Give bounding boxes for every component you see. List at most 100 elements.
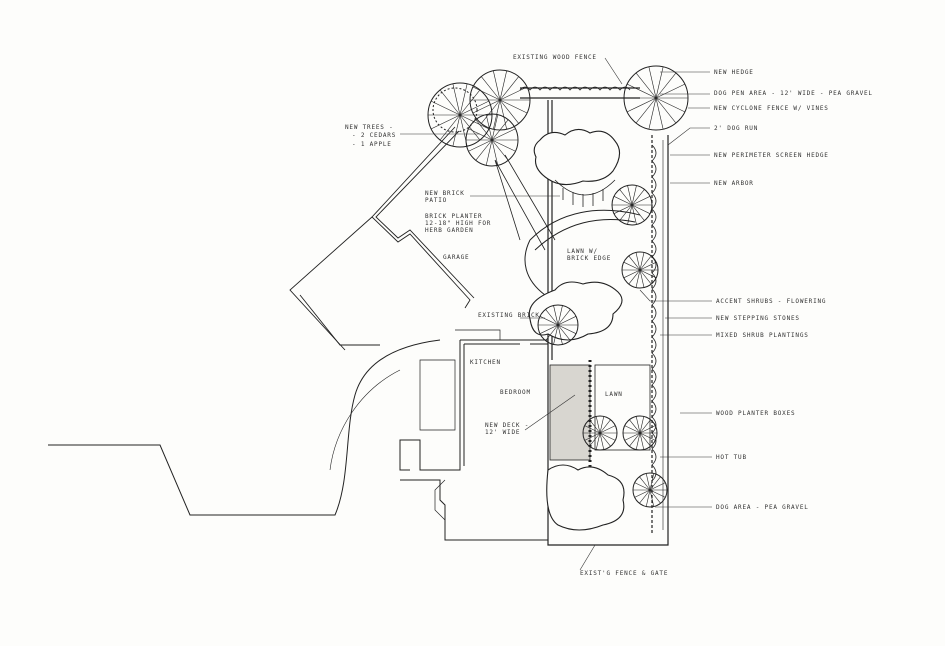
tree-spoke bbox=[613, 196, 633, 206]
label-dog-pen-area: Dog pen area - 12' wide - pea gravel bbox=[714, 90, 873, 97]
tree-spoke bbox=[619, 204, 633, 221]
label-existing-brick: Existing brick bbox=[478, 312, 540, 319]
tree-spokes bbox=[428, 66, 688, 507]
tree-spoke bbox=[635, 269, 641, 288]
tree-spoke bbox=[459, 89, 481, 116]
label-exist-fence-gate: Exist'g fence & gate bbox=[580, 570, 669, 577]
tree-spoke bbox=[493, 99, 501, 130]
tree-spoke bbox=[655, 72, 677, 99]
label-brick-patio: New brick bbox=[425, 190, 465, 197]
tree-spoke bbox=[452, 114, 461, 147]
tree-spoke bbox=[499, 86, 528, 101]
tree-spoke bbox=[639, 416, 645, 434]
tree-spoke bbox=[431, 100, 461, 116]
property-line-inner bbox=[329, 369, 401, 471]
tree-spoke bbox=[639, 425, 656, 434]
tree-spoke bbox=[631, 204, 645, 221]
tree-spoke bbox=[468, 139, 493, 152]
tree-spoke bbox=[481, 76, 501, 101]
tree-spoke bbox=[649, 482, 666, 491]
tree-spoke bbox=[599, 432, 611, 447]
tree-spoke bbox=[491, 119, 509, 141]
tree-spoke bbox=[623, 261, 641, 271]
tree-spoke bbox=[639, 255, 652, 271]
tree-spoke bbox=[539, 324, 559, 334]
label-brick-planter: Brick planter bbox=[425, 213, 483, 220]
tree-spoke bbox=[639, 476, 651, 491]
tree-spoke bbox=[648, 97, 657, 130]
tree-spoke bbox=[553, 305, 559, 326]
tree-spoke bbox=[584, 425, 601, 434]
tree-spoke bbox=[599, 425, 616, 434]
tree-spoke bbox=[639, 489, 651, 504]
tree-spoke bbox=[645, 473, 651, 491]
tree-spoke bbox=[649, 476, 661, 491]
tree-spoke bbox=[499, 70, 507, 101]
label-dog-run: 2' dog run bbox=[714, 125, 759, 132]
tree-spoke bbox=[491, 139, 499, 166]
tree-spoke bbox=[499, 99, 507, 130]
tree-spoke bbox=[619, 189, 633, 206]
tree-spoke bbox=[627, 97, 657, 113]
label-existing-wood-fence: Existing wood fence bbox=[513, 54, 597, 61]
tree-spoke bbox=[599, 419, 611, 434]
tree-spoke bbox=[635, 97, 657, 124]
label-planter-boxes: Wood planter boxes bbox=[716, 410, 796, 417]
label-new-hedge: New hedge bbox=[714, 69, 754, 76]
tree-spoke bbox=[655, 97, 664, 130]
label-brick-planter-2: 12-18" high for bbox=[425, 220, 492, 227]
tree-spoke bbox=[639, 269, 645, 288]
tree-spoke bbox=[629, 419, 641, 434]
tree-spoke bbox=[485, 114, 493, 141]
label-lawn-brick-2: brick edge bbox=[567, 255, 612, 262]
tree-spoke bbox=[481, 99, 501, 124]
tree-spoke bbox=[459, 114, 489, 130]
tree-spoke bbox=[452, 83, 461, 116]
label-new-deck-2: 12' wide bbox=[485, 429, 521, 436]
tree-spoke bbox=[589, 432, 601, 447]
tree-spoke bbox=[599, 432, 605, 450]
tree-spoke bbox=[472, 99, 501, 114]
tree-spoke bbox=[649, 489, 661, 504]
tree-spoke bbox=[557, 316, 577, 326]
label-apple: - 1 apple bbox=[352, 141, 392, 148]
label-lawn: Lawn bbox=[605, 391, 623, 398]
new-deck bbox=[549, 364, 591, 461]
label-mixed-shrub: Mixed shrub plantings bbox=[716, 332, 809, 339]
label-dog-area: Dog area - pea gravel bbox=[716, 504, 809, 511]
tree-spoke bbox=[639, 261, 657, 271]
tree-spoke bbox=[629, 432, 641, 447]
tree-spoke bbox=[623, 269, 641, 279]
tree-spoke bbox=[493, 70, 501, 101]
tree-spoke bbox=[499, 99, 519, 124]
tree-spoke bbox=[613, 204, 633, 214]
tree-spoke bbox=[439, 114, 461, 141]
tree-spoke bbox=[557, 305, 563, 326]
house-outline bbox=[399, 329, 548, 541]
tree-spoke bbox=[599, 432, 616, 441]
label-hot-tub: Hot tub bbox=[716, 454, 747, 461]
tree-spoke bbox=[589, 419, 601, 434]
tree-spoke bbox=[553, 324, 559, 345]
tree-spoke bbox=[491, 128, 516, 141]
label-brick-patio-2: patio bbox=[425, 197, 448, 204]
tree-spoke bbox=[639, 252, 645, 271]
property-line bbox=[48, 339, 441, 516]
lower-lawn bbox=[594, 364, 651, 451]
tree-spoke bbox=[459, 114, 481, 141]
tree-spoke bbox=[639, 419, 651, 434]
label-lawn-brick: Lawn w/ bbox=[567, 248, 598, 255]
tree-spoke bbox=[627, 185, 633, 206]
tree-spoke bbox=[639, 432, 645, 450]
tree-spoke bbox=[491, 114, 499, 141]
lawn-brick-edge bbox=[524, 209, 641, 296]
tree-spoke bbox=[557, 324, 563, 345]
tree-spoke bbox=[439, 89, 461, 116]
tree-spoke bbox=[431, 114, 461, 130]
label-new-trees: New trees - bbox=[345, 124, 394, 131]
tree-spoke bbox=[491, 139, 516, 152]
tree-spoke bbox=[557, 324, 577, 334]
tree-spoke bbox=[491, 139, 509, 161]
tree-spoke bbox=[624, 425, 641, 434]
